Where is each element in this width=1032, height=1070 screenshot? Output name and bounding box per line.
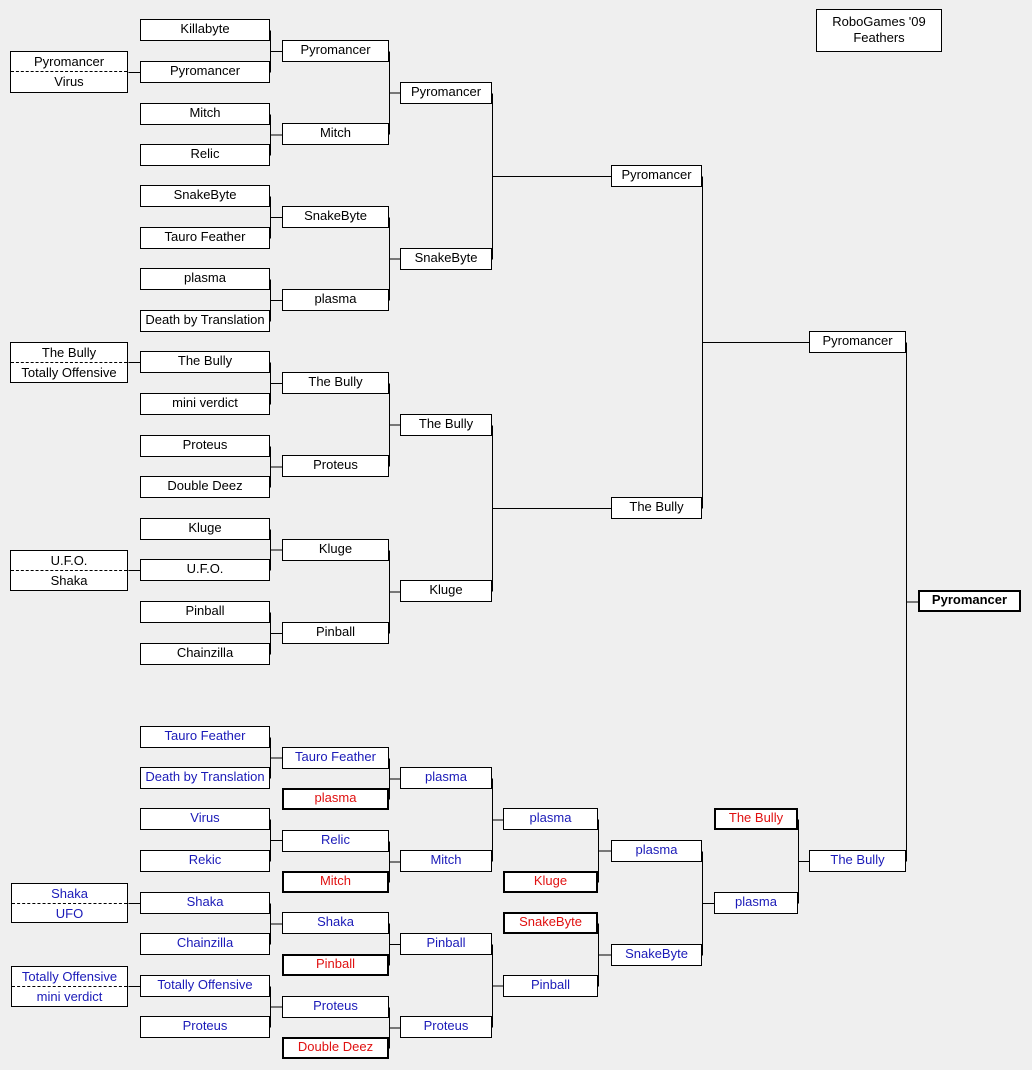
match-slot: Kluge <box>400 580 492 602</box>
losers-slot: Mitch <box>400 850 492 872</box>
losers-slot: Proteus <box>140 1016 270 1038</box>
match-slot: SnakeByte <box>282 206 389 228</box>
match-slot: plasma <box>282 289 389 311</box>
winners-final-slot: Pyromancer <box>809 331 906 353</box>
dropped-in-slot: SnakeByte <box>503 912 598 934</box>
losers-slot: Proteus <box>400 1016 492 1038</box>
losers-slot: Chainzilla <box>140 933 270 955</box>
match-slot: The Bully <box>282 372 389 394</box>
losers-slot: plasma <box>503 808 598 830</box>
play-in-top: The Bully <box>11 343 127 363</box>
losers-slot: Relic <box>282 830 389 852</box>
losers-final-slot: The Bully <box>809 850 906 872</box>
event-title-line2: Feathers <box>853 30 905 45</box>
match-slot: Pyromancer <box>282 40 389 62</box>
match-slot: SnakeByte <box>140 185 270 207</box>
losers-slot: plasma <box>400 767 492 789</box>
match-slot: plasma <box>140 268 270 290</box>
losers-slot: Tauro Feather <box>140 726 270 748</box>
match-slot: Pyromancer <box>400 82 492 104</box>
dropped-in-slot: Double Deez <box>282 1037 389 1059</box>
match-slot: Killabyte <box>140 19 270 41</box>
losers-slot: Pinball <box>503 975 598 997</box>
play-in-bottom: mini verdict <box>36 989 103 1004</box>
dropped-in-slot: Pinball <box>282 954 389 976</box>
losers-slot: plasma <box>714 892 798 914</box>
losers-slot: Shaka <box>140 892 270 914</box>
match-slot: Mitch <box>282 123 389 145</box>
losers-slot: SnakeByte <box>611 944 702 966</box>
play-in-pair: The Bully Totally Offensive <box>10 342 128 383</box>
match-slot: Mitch <box>140 103 270 125</box>
play-in-bottom: Virus <box>54 74 84 89</box>
losers-slot: plasma <box>611 840 702 862</box>
play-in-top: Shaka <box>12 884 127 904</box>
match-slot: Kluge <box>140 518 270 540</box>
dropped-in-slot: Mitch <box>282 871 389 893</box>
champion-slot: Pyromancer <box>918 590 1021 612</box>
match-slot: The Bully <box>611 497 702 519</box>
play-in-bottom: Totally Offensive <box>21 365 117 380</box>
event-title: RoboGames '09 Feathers <box>816 9 942 52</box>
losers-slot: Death by Translation <box>140 767 270 789</box>
match-slot: Death by Translation <box>140 310 270 332</box>
match-slot: SnakeByte <box>400 248 492 270</box>
play-in-top: Pyromancer <box>11 52 127 72</box>
dropped-in-slot: Kluge <box>503 871 598 893</box>
play-in-pair: U.F.O. Shaka <box>10 550 128 591</box>
losers-slot: Tauro Feather <box>282 747 389 769</box>
losers-slot: Totally Offensive <box>140 975 270 997</box>
match-slot: The Bully <box>140 351 270 373</box>
losers-slot: Rekic <box>140 850 270 872</box>
match-slot: U.F.O. <box>140 559 270 581</box>
event-title-line1: RoboGames '09 <box>832 14 926 29</box>
play-in-bottom: UFO <box>55 906 84 921</box>
match-slot: Proteus <box>140 435 270 457</box>
match-slot: Pinball <box>140 601 270 623</box>
match-slot: Proteus <box>282 455 389 477</box>
play-in-pair: Pyromancer Virus <box>10 51 128 93</box>
match-slot: The Bully <box>400 414 492 436</box>
losers-slot: Pinball <box>400 933 492 955</box>
match-slot: Tauro Feather <box>140 227 270 249</box>
losers-slot: Virus <box>140 808 270 830</box>
play-in-top: U.F.O. <box>11 551 127 571</box>
play-in-top: Totally Offensive <box>12 967 127 987</box>
match-slot: Relic <box>140 144 270 166</box>
match-slot: Double Deez <box>140 476 270 498</box>
dropped-in-slot: The Bully <box>714 808 798 830</box>
losers-play-in-pair: Shaka UFO <box>11 883 128 923</box>
dropped-in-slot: plasma <box>282 788 389 810</box>
match-slot: Pyromancer <box>611 165 702 187</box>
match-slot: mini verdict <box>140 393 270 415</box>
match-slot: Kluge <box>282 539 389 561</box>
losers-slot: Proteus <box>282 996 389 1018</box>
match-slot: Pyromancer <box>140 61 270 83</box>
play-in-bottom: Shaka <box>50 573 88 588</box>
losers-slot: Shaka <box>282 912 389 934</box>
match-slot: Chainzilla <box>140 643 270 665</box>
losers-play-in-pair: Totally Offensive mini verdict <box>11 966 128 1007</box>
match-slot: Pinball <box>282 622 389 644</box>
